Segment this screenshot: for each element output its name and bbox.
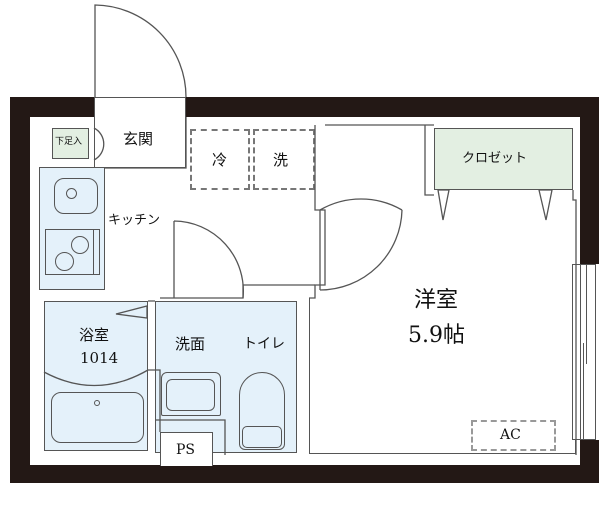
pipe-space	[160, 432, 213, 466]
entrance-door-swing	[94, 4, 187, 98]
washer-label: 洗	[273, 151, 289, 169]
toilet-bowl	[239, 372, 285, 450]
stove-divider	[93, 229, 94, 275]
window-pane-line	[586, 264, 587, 364]
shoe-box-label: 下足入	[55, 137, 83, 147]
bathroom	[44, 301, 148, 451]
fridge-space	[190, 129, 250, 190]
kitchen-label: キッチン	[108, 213, 161, 228]
outer-wall-bottom	[10, 465, 599, 483]
outer-wall-top-left	[10, 97, 95, 117]
fridge-label: 冷	[212, 151, 228, 169]
washer-space	[253, 129, 315, 190]
bath-size: 1014	[80, 349, 119, 367]
closet	[434, 128, 573, 190]
washroom-label: 洗面	[175, 335, 206, 353]
ac-label: AC	[500, 427, 521, 443]
outer-wall-top-right	[186, 97, 599, 117]
closet-label: クロゼット	[462, 151, 528, 166]
toilet-label: トイレ	[243, 336, 285, 352]
western-room-size: 5.9帖	[408, 323, 465, 348]
bathtub	[51, 392, 144, 443]
wash-basin	[161, 372, 221, 416]
toilet-tank	[242, 426, 282, 448]
ps-label: PS	[176, 442, 196, 458]
stove	[45, 229, 100, 275]
genkan-label: 玄関	[123, 130, 154, 148]
western-room-label: 洋室	[414, 288, 459, 313]
bath-label: 浴室	[79, 326, 110, 344]
window-pane-line	[580, 264, 581, 440]
outer-wall-right-upper	[580, 97, 599, 264]
tub-drain-icon	[94, 400, 100, 406]
shoe-box	[52, 128, 89, 159]
outer-wall-left	[10, 97, 30, 483]
sink-drain-icon	[66, 188, 77, 199]
air-conditioner	[471, 420, 556, 451]
basin-bowl	[166, 379, 215, 411]
window-pane-line	[583, 343, 584, 440]
kitchen-sink	[54, 178, 98, 214]
burner-icon	[55, 252, 74, 271]
burner-icon	[71, 236, 89, 254]
outer-wall-right-lower	[580, 440, 599, 483]
